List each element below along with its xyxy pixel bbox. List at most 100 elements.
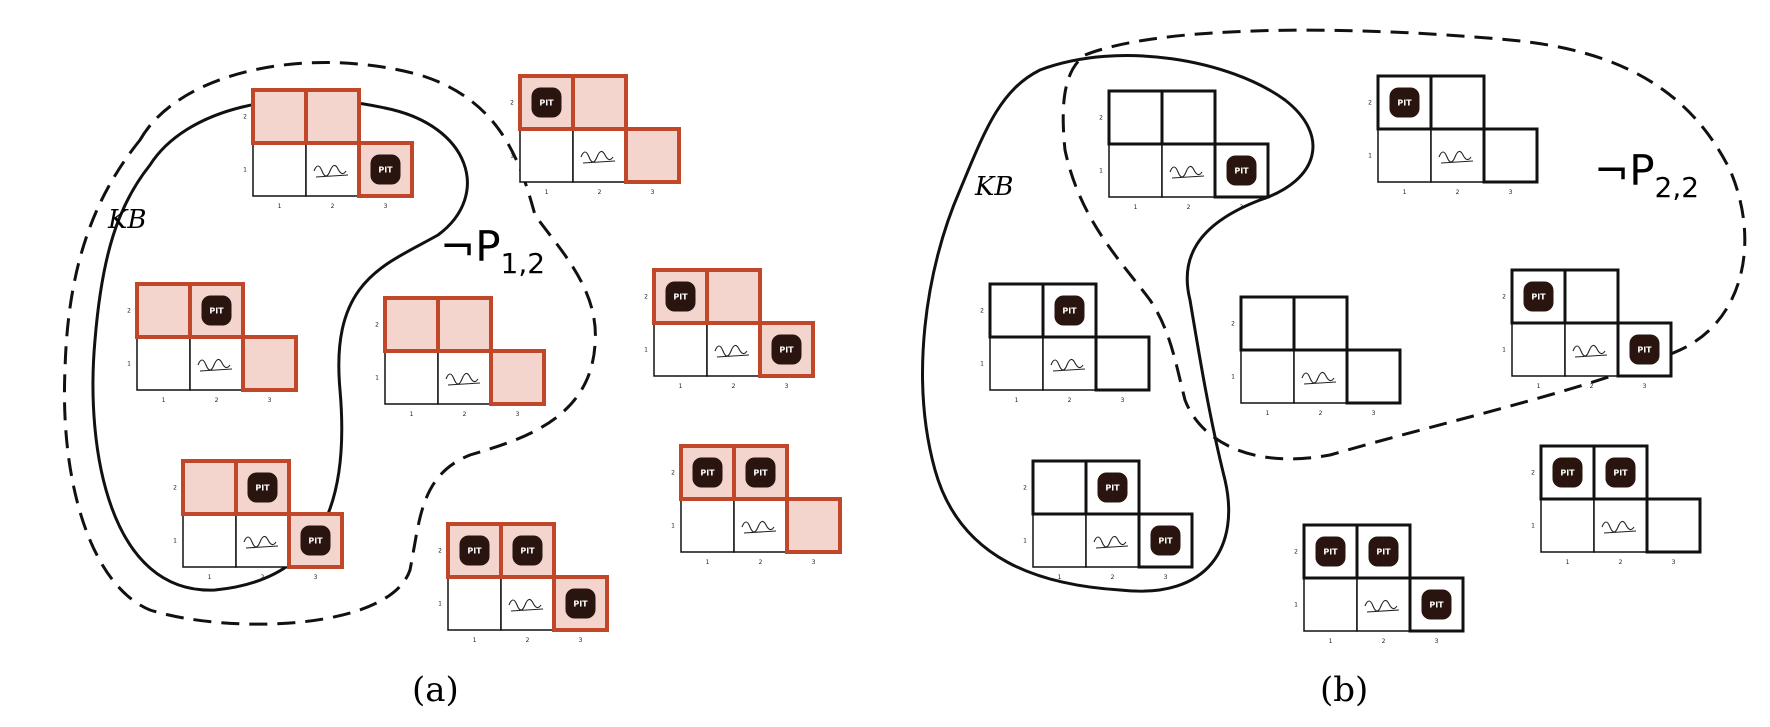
col-label: 3 [384, 203, 388, 210]
pit-icon [745, 457, 776, 488]
cell-3-1 [624, 127, 681, 184]
cell-2-1 [437, 350, 492, 405]
cell-1-1 [1108, 143, 1163, 198]
cell-3-1 [1345, 348, 1402, 405]
col-label: 3 [651, 189, 655, 196]
row-label: 2 [438, 548, 442, 555]
cell-1-1 [252, 142, 307, 197]
pit-icon [1150, 525, 1181, 556]
pit-icon-label: PIT [308, 537, 323, 546]
col-label: 1 [278, 203, 282, 210]
col-label: 1 [1537, 383, 1541, 390]
row-label: 2 [1099, 115, 1103, 122]
kb-label-a: KB [108, 205, 147, 235]
pit-icon [1226, 155, 1257, 186]
col-label: 3 [314, 574, 318, 581]
col-label: 3 [1643, 383, 1647, 390]
pit-icon-label: PIT [209, 307, 224, 316]
col-label: 1 [1403, 189, 1407, 196]
row-label: 2 [375, 322, 379, 329]
pit-icon-label: PIT [1429, 601, 1444, 610]
col-label: 3 [1372, 410, 1376, 417]
col-label: 2 [1382, 638, 1386, 645]
query-region-a [62, 61, 597, 626]
pit-icon [512, 535, 543, 566]
stench-breeze-scribble-icon [580, 150, 616, 164]
stench-breeze-scribble-icon [1169, 165, 1205, 179]
row-label: 2 [510, 100, 514, 107]
pit-icon [1552, 457, 1583, 488]
query-label-b-main: ¬P [1594, 146, 1655, 195]
cell-1-1 [136, 336, 191, 391]
query-region-b [1061, 28, 1747, 461]
stench-breeze-scribble-icon [741, 520, 777, 534]
col-label: 1 [706, 559, 710, 566]
cell-2-1 [189, 336, 244, 391]
pit-icon-label: PIT [467, 547, 482, 556]
col-label: 3 [1672, 559, 1676, 566]
cell-2-2 [436, 296, 493, 353]
stench-breeze-scribble-icon [1050, 358, 1086, 372]
row-label: 1 [127, 361, 131, 368]
pit-icon-label: PIT [1323, 548, 1338, 557]
cell-2-1 [1564, 322, 1619, 377]
col-label: 3 [516, 411, 520, 418]
col-label: 3 [579, 637, 583, 644]
cell-1-1 [989, 336, 1044, 391]
pit-icon-label: PIT [673, 293, 688, 302]
cell-2-1 [1085, 513, 1140, 568]
cell-1-1 [1377, 128, 1432, 183]
cell-2-1 [733, 498, 788, 553]
stench-breeze-scribble-icon [1438, 150, 1474, 164]
col-label: 3 [1435, 638, 1439, 645]
cell-1-1 [653, 322, 708, 377]
col-label: 2 [526, 637, 530, 644]
cell-3-1 [785, 497, 842, 554]
col-label: 1 [410, 411, 414, 418]
cell-1-1 [1540, 498, 1595, 553]
panel-b-regions [921, 28, 1747, 593]
pit-icon [1315, 536, 1346, 567]
stench-breeze-scribble-icon [445, 372, 481, 386]
caption-b: (b) [1320, 670, 1369, 710]
row-label: 1 [644, 347, 648, 354]
pit-icon [201, 295, 232, 326]
pit-icon [300, 525, 331, 556]
kb-label-b: KB [975, 172, 1014, 202]
pit-icon-label: PIT [1376, 548, 1391, 557]
cell-3-1 [241, 335, 298, 392]
cell-1-2 [1031, 459, 1088, 516]
stench-breeze-scribble-icon [313, 164, 349, 178]
col-label: 2 [759, 559, 763, 566]
col-label: 1 [473, 637, 477, 644]
pit-icon [1523, 281, 1554, 312]
col-label: 3 [268, 397, 272, 404]
row-label: 1 [510, 153, 514, 160]
pit-icon [665, 281, 696, 312]
cell-1-1 [1511, 322, 1566, 377]
row-label: 2 [243, 114, 247, 121]
row-label: 2 [127, 308, 131, 315]
col-label: 3 [812, 559, 816, 566]
pit-icon-label: PIT [1158, 537, 1173, 546]
cell-2-2 [1563, 268, 1620, 325]
row-label: 1 [671, 523, 675, 530]
col-label: 2 [261, 574, 265, 581]
col-label: 2 [732, 383, 736, 390]
pit-icon-label: PIT [1105, 484, 1120, 493]
col-label: 2 [1619, 559, 1623, 566]
col-label: 2 [1111, 574, 1115, 581]
stench-breeze-scribble-icon [243, 535, 279, 549]
cell-2-1 [1042, 336, 1097, 391]
cell-1-1 [1303, 577, 1358, 632]
row-label: 2 [671, 470, 675, 477]
row-label: 1 [243, 167, 247, 174]
pit-icon-label: PIT [1560, 469, 1575, 478]
cell-1-1 [680, 498, 735, 553]
col-label: 2 [1456, 189, 1460, 196]
pit-icon [1054, 295, 1085, 326]
row-label: 2 [980, 308, 984, 315]
